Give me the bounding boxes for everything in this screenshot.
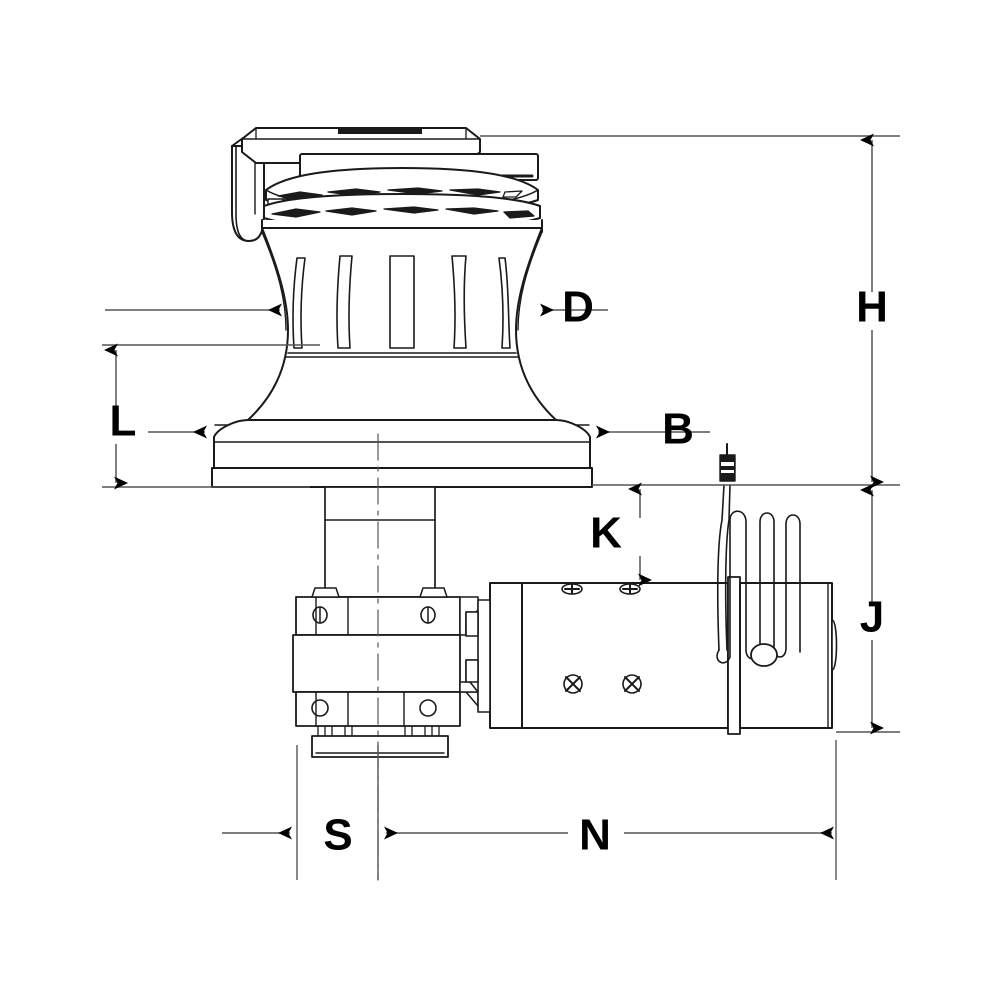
gearbox-housing: [292, 587, 491, 727]
winch-base-flange: [211, 419, 593, 488]
dimension-lines: [102, 135, 900, 880]
pedestal-shaft: [324, 486, 436, 598]
dimension-labels: D H L B K J S N: [110, 283, 888, 860]
dim-label-s: S: [323, 811, 352, 860]
gearbox-bottom-cap: [311, 725, 449, 758]
winch-assembly: [211, 127, 838, 881]
dim-label-j: J: [860, 593, 884, 642]
dim-label-k: K: [590, 509, 622, 558]
dim-label-n: N: [579, 811, 611, 860]
cable-connector-plug: [719, 443, 736, 482]
coiled-power-cable: [716, 484, 801, 667]
dim-label-l: L: [110, 397, 137, 446]
electric-motor-body: [465, 576, 838, 735]
dim-label-d: D: [562, 283, 594, 332]
drum-ribs: [292, 255, 511, 349]
dim-label-b: B: [662, 405, 694, 454]
motor-screw: [561, 583, 641, 595]
motor-screw: [563, 674, 642, 694]
dim-label-h: H: [856, 283, 888, 332]
